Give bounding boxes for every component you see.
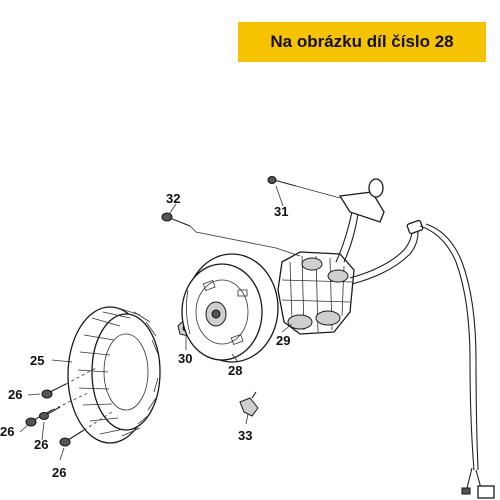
callout-26-d: 26: [52, 465, 66, 480]
stator-assembly: [277, 251, 355, 335]
flywheel-rotor: [181, 253, 279, 363]
pickup-bracket: [335, 178, 385, 263]
fan-bolt-1: [41, 383, 67, 399]
callout-28: 28: [228, 363, 242, 378]
callout-26-b: 26: [0, 424, 14, 439]
callout-25: 25: [30, 353, 44, 368]
part-number-banner: Na obrázku díl číslo 28: [238, 22, 486, 62]
callout-33: 33: [238, 428, 252, 443]
cooling-fan: [67, 306, 161, 444]
callout-26-c: 26: [34, 437, 48, 452]
wire-harness: [349, 219, 495, 499]
clip-33: [239, 391, 259, 417]
callout-32: 32: [166, 191, 180, 206]
callout-31: 31: [274, 204, 288, 219]
leader-lines: [19, 185, 293, 461]
fan-bolt-3: [39, 406, 61, 420]
screw-31: [267, 176, 341, 199]
fan-bolt-4: [59, 429, 85, 447]
callout-26-a: 26: [8, 387, 22, 402]
screw-32: [161, 212, 301, 257]
callout-30: 30: [178, 351, 192, 366]
callout-29: 29: [276, 333, 290, 348]
